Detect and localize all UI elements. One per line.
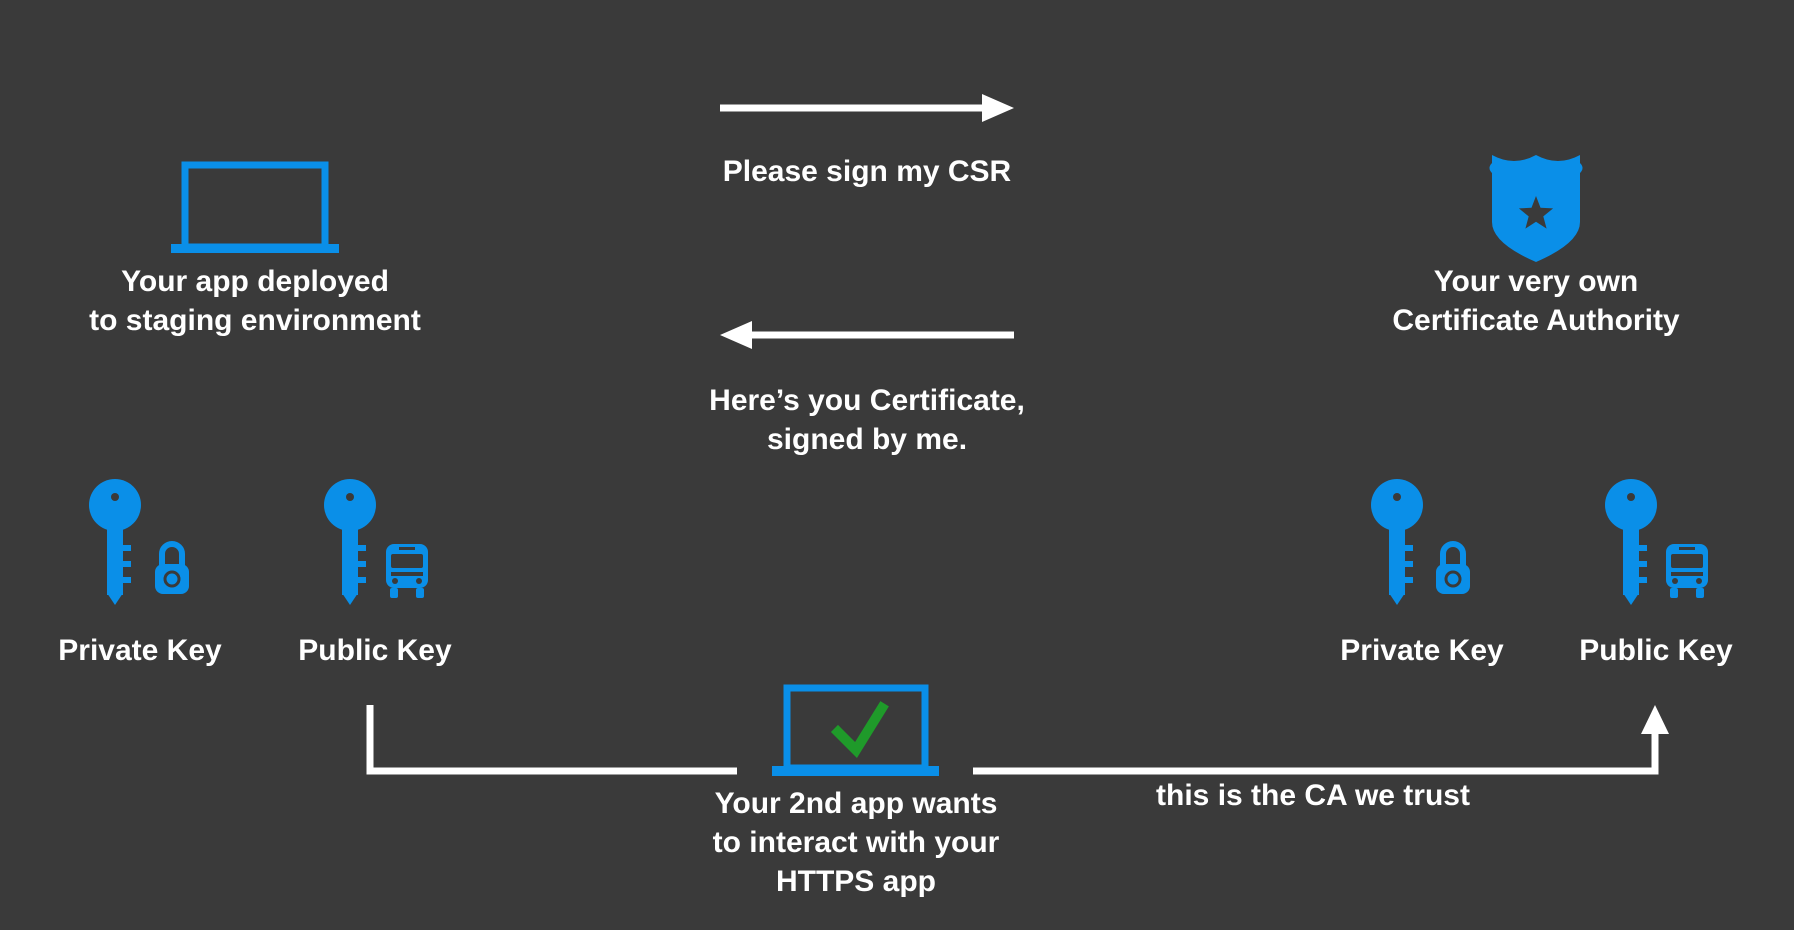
request-arrow: [720, 94, 1014, 122]
bottom-node-label-line1: Your 2nd app wants: [714, 787, 998, 820]
key-icon: [324, 479, 376, 605]
key-icon: [1605, 479, 1657, 605]
left-node-label: Your app deployed to staging environment: [40, 262, 470, 340]
bottom-node-label: Your 2nd app wants to interact with your…: [656, 784, 1056, 901]
police-badge-star-icon: [1489, 155, 1583, 262]
key-icon: [1371, 479, 1423, 605]
lock-icon: [155, 544, 189, 594]
laptop-icon: [171, 161, 339, 253]
left-node-label-line2: to staging environment: [89, 304, 421, 337]
lock-icon: [1436, 544, 1470, 594]
trust-connector-arrow: [973, 705, 1669, 775]
right-public-key-label: Public Key: [1579, 634, 1733, 667]
key-icon: [89, 479, 141, 605]
right-private-key-label: Private Key: [1340, 634, 1504, 667]
laptop-check-icon: [772, 684, 939, 776]
right-node-label-line1: Your very own: [1433, 265, 1639, 298]
response-message-line2: signed by me.: [766, 423, 968, 456]
response-message-line1: Here’s you Certificate,: [709, 384, 1025, 417]
response-message: Here’s you Certificate, signed by me.: [667, 381, 1067, 459]
bus-icon: [1666, 544, 1708, 598]
request-message: Please sign my CSR: [722, 155, 1012, 188]
response-arrow: [720, 321, 1014, 349]
trust-label: this is the CA we trust: [1156, 779, 1470, 812]
left-public-key-label: Public Key: [298, 634, 452, 667]
right-node-label: Your very own Certificate Authority: [1336, 262, 1736, 340]
bottom-node-label-line3: HTTPS app: [775, 865, 936, 898]
left-private-key-label: Private Key: [58, 634, 222, 667]
bus-icon: [386, 544, 428, 598]
right-node-label-line2: Certificate Authority: [1392, 304, 1680, 337]
left-node-label-line1: Your app deployed: [121, 265, 389, 298]
left-connector-line: [366, 705, 737, 775]
bottom-node-label-line2: to interact with your: [712, 826, 1000, 859]
